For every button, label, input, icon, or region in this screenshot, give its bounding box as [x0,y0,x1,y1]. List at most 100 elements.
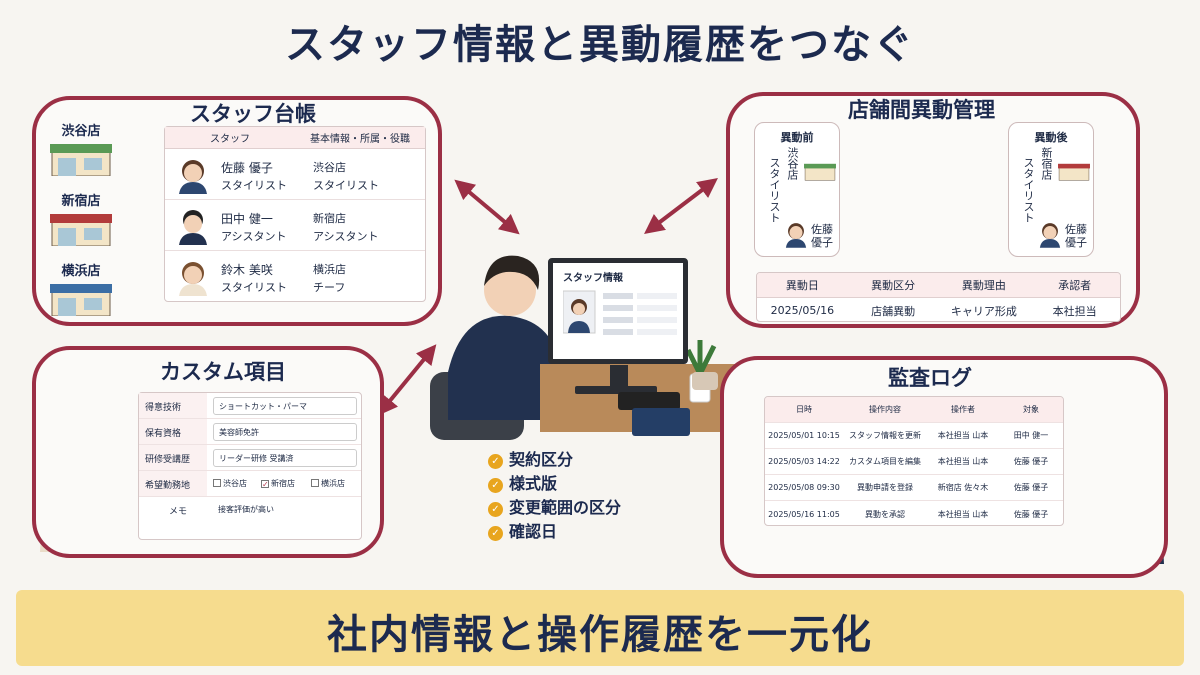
table-row[interactable]: 2025/05/03 14:22 カスタム項目を編集 本社担当 山本 佐藤 優子 [765,449,1063,475]
check-item: ✓ 変更範囲の区分 [488,494,621,518]
training-input[interactable]: リーダー研修 受講済 [213,449,357,467]
staff-position: チーフ [313,281,346,294]
ledger-header: スタッフ 基本情報・所属・役職 [165,127,425,149]
table-row[interactable]: 2025/05/08 09:30 異動申請を登録 新宿店 佐々木 佐藤 優子 [765,475,1063,501]
area-checkbox-yokohama[interactable]: 横浜店 [311,478,345,489]
audit-header-target: 対象 [1023,405,1039,414]
audit-log-table: 日時 操作内容 操作者 対象 2025/05/01 10:15 スタッフ情報を更… [764,396,1064,526]
staff-role: スタイリスト [221,281,287,294]
area-option-label: 新宿店 [271,479,295,488]
storefront-icon [50,144,112,176]
ledger-header-info: 基本情報・所属・役職 [310,134,410,145]
audit-header-datetime: 日時 [796,405,812,414]
after-label: 異動後 [1034,131,1068,144]
audit-action: 異動を承認 [865,509,905,519]
after-role: スタイリスト [1022,157,1035,223]
check-icon: ✓ [488,478,503,493]
arrow-transfer-center [644,177,718,235]
audit-target: 佐藤 優子 [1013,483,1049,492]
transfer-after-card: 異動後 新宿店 スタイリスト 佐藤 優子 [1008,122,1094,257]
staff-name: 田中 健一 [221,212,273,226]
field-label: 研修受講歴 [139,445,207,470]
field-label: 希望勤務地 [139,471,207,496]
transfer-type: 店舗異動 [871,304,916,318]
staff-info-monitor: スタッフ情報 [548,258,688,364]
staff-position: アシスタント [313,230,379,243]
staff-position: スタイリスト [313,179,379,192]
transfer-approver: 本社担当 [1052,304,1097,318]
ledger-header-staff: スタッフ [210,134,250,145]
table-row[interactable]: 田中 健一 アシスタント 新宿店 アシスタント [165,200,425,251]
check-icon: ✓ [488,526,503,541]
license-input[interactable]: 美容師免許 [213,423,357,441]
audit-operator: 新宿店 佐々木 [937,483,989,492]
audit-header-operator: 操作者 [951,405,975,414]
transfer-title: 店舗間異動管理 [848,98,995,122]
memo-value[interactable]: 接客評価が高い [218,505,274,514]
field-label: メモ [139,497,207,523]
avatar-icon [179,160,207,194]
staff-role: スタイリスト [221,179,287,192]
check-item: ✓ 契約区分 [488,446,621,470]
table-row[interactable]: 鈴木 美咲 スタイリスト 横浜店 チーフ [165,251,425,302]
transfer-header-type: 異動区分 [871,279,916,292]
staff-ledger-table: スタッフ 基本情報・所属・役職 佐藤 優子 スタイリスト 渋谷店 スタイリスト … [164,126,426,302]
table-row[interactable]: 佐藤 優子 スタイリスト 渋谷店 スタイリスト [165,149,425,200]
staff-store: 渋谷店 [313,161,346,174]
custom-row-area: 希望勤務地 渋谷店 ✓新宿店 横浜店 [139,471,361,497]
transfer-header-reason: 異動理由 [961,279,1006,292]
table-row[interactable]: 2025/05/01 10:15 スタッフ情報を更新 本社担当 山本 田中 健一 [765,423,1063,449]
check-icon: ✓ [488,454,503,469]
check-item: ✓ 確認日 [488,518,621,542]
transfer-header-approver: 承認者 [1058,279,1092,292]
check-icon: ✓ [488,502,503,517]
storefront-icon [1058,163,1090,181]
checkbox-icon [213,479,221,487]
audit-log-header: 日時 操作内容 操作者 対象 [765,397,1063,423]
monitor-screen-form [563,290,677,335]
skill-input[interactable]: ショートカット・パーマ [213,397,357,415]
before-role: スタイリスト [768,157,781,223]
footer-banner [16,590,1184,666]
arrow-staff-center [454,179,520,235]
check-label: 契約区分 [509,450,574,469]
area-checkbox-shinjuku[interactable]: ✓新宿店 [261,478,295,489]
avatar-icon [179,262,207,296]
transfer-person-after: 佐藤 優子 [1065,223,1087,249]
staff-store: 新宿店 [313,212,346,225]
audit-action: カスタム項目を編集 [849,457,921,466]
audit-operator: 本社担当 山本 [937,509,989,519]
footer-text: 社内情報と操作履歴を一元化 [327,612,873,658]
table-row[interactable]: 2025/05/16 店舗異動 キャリア形成 本社担当 [757,298,1120,321]
area-checkbox-shibuya[interactable]: 渋谷店 [213,478,247,489]
checklist: ✓契約区分 ✓様式版 ✓変更範囲の区分 ✓確認日 [488,446,621,542]
check-label: 変更範囲の区分 [509,498,622,517]
staff-ledger-title: スタッフ台帳 [190,102,316,126]
audit-log-panel: 監査ログ 日時 操作内容 操作者 対象 2025/05/01 10:15 スタッ… [720,356,1168,578]
audit-datetime: 2025/05/03 14:22 [768,457,840,466]
staff-store: 横浜店 [313,263,346,276]
audit-operator: 本社担当 山本 [937,431,989,440]
area-option-label: 渋谷店 [223,479,247,488]
custom-row-memo: メモ 接客評価が高い [139,497,361,523]
audit-header-action: 操作内容 [869,405,901,414]
store-label-shinjuku: 新宿店 [61,194,101,209]
transfer-reason: キャリア形成 [950,304,1017,318]
before-label: 異動前 [780,131,814,144]
table-row[interactable]: 2025/05/16 11:05 異動を承認 本社担当 山本 佐藤 優子 [765,501,1063,525]
audit-action: 異動申請を登録 [857,483,913,492]
audit-datetime: 2025/05/08 09:30 [768,483,840,492]
store-label-shibuya: 渋谷店 [61,124,101,139]
audit-operator: 本社担当 山本 [937,457,989,466]
audit-target: 佐藤 優子 [1013,509,1049,519]
field-label: 保有資格 [139,419,207,444]
custom-fields-form: 得意技術 ショートカット・パーマ 保有資格 美容師免許 研修受講歴 リーダー研修… [138,392,362,540]
audit-datetime: 2025/05/01 10:15 [768,431,840,440]
store-label-yokohama: 横浜店 [61,264,101,279]
storefront-icon [50,284,112,316]
check-label: 確認日 [509,522,558,541]
audit-target: 佐藤 優子 [1013,457,1049,466]
staff-name: 佐藤 優子 [221,161,273,175]
area-option-label: 横浜店 [321,479,345,488]
custom-row-training: 研修受講歴 リーダー研修 受講済 [139,445,361,471]
